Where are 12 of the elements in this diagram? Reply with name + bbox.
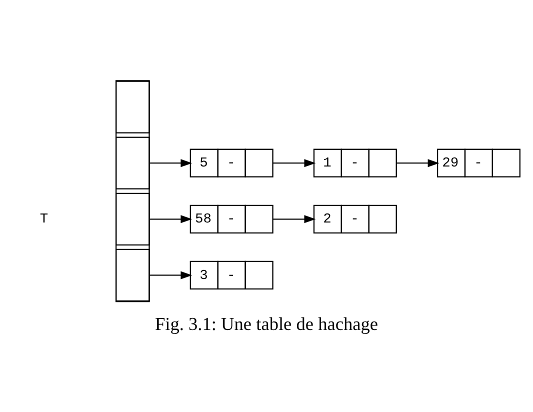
caption: Fig. 3.1: Une table de hachage (154, 314, 378, 334)
arrow (396, 159, 440, 168)
arrow (150, 271, 192, 280)
node-box (115, 136, 150, 190)
node-box (115, 192, 150, 246)
label: T (40, 212, 48, 228)
node-box (115, 80, 150, 134)
arrow (273, 159, 316, 168)
arrow (150, 215, 192, 224)
node-box (115, 248, 150, 302)
arrow (273, 215, 316, 224)
arrow (150, 159, 192, 168)
